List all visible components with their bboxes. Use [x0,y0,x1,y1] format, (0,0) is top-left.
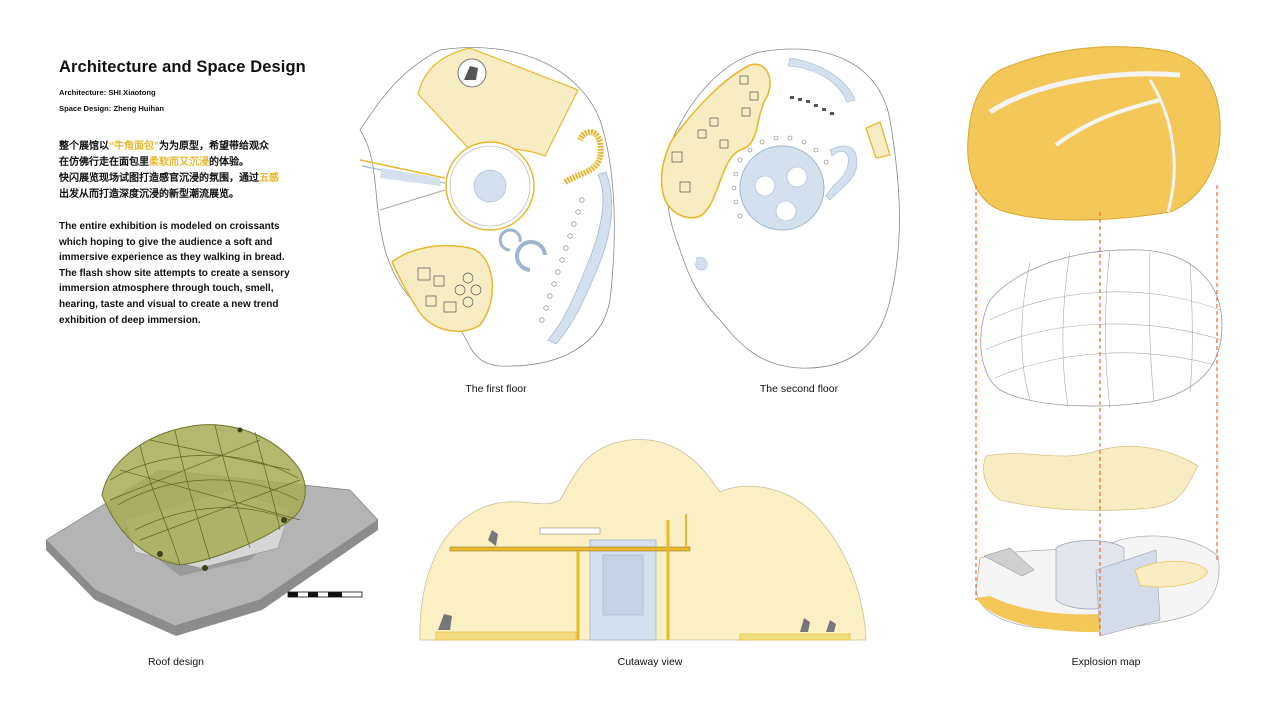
seating-row [790,96,834,115]
second-floor-blue-strip-top [787,57,856,103]
cn-text: 在仿佛行走在面包里 [59,157,149,168]
explosion-roof-shell [967,46,1221,221]
small-blue-mark [695,257,708,271]
second-floor-stair [865,121,891,159]
space-design-credit: Space Design: Zheng Huihan [59,104,165,113]
second-floor-yellow-zone [660,63,771,219]
explosion-map-drawing [967,46,1223,637]
cutaway-core-window [602,554,644,616]
first-floor-yellow-zone-bottom [391,244,493,333]
cutaway-view-drawing [419,439,867,641]
caption-roof-design: Roof design [147,656,205,668]
wall-radial-2 [379,189,446,211]
roof-light-slot-2 [1054,98,1161,147]
second-floor-plan [660,48,900,369]
scale-bar [287,591,363,598]
column-dots-second [731,135,829,219]
cn-highlight: 柔软而又沉浸 [149,157,209,168]
cutaway-piano-icon [438,614,452,630]
cn-highlight: 五感 [259,173,279,184]
alignment-guides [975,185,1218,636]
cn-text: 为为原型，希望带给观众 [159,141,269,152]
spiral-stair [563,129,604,185]
second-floor-ring [739,145,825,231]
cn-line-4: 出发从而打造深度沉浸的新型潮流展览。 [59,189,239,200]
pool-3 [775,200,797,222]
cn-highlight: “牛角面包” [109,141,159,152]
cn-line-2: 在仿佛行走在面包里柔软而又沉浸的体验。 [59,155,309,171]
cutaway-figure-2 [800,618,810,632]
blue-river-path [547,171,613,345]
furniture-cluster [417,267,482,313]
roof-design-drawing [45,424,379,636]
description-chinese: 整个展馆以“牛角面包”为为原型，希望带给观众 在仿佛行走在面包里柔软而又沉浸的体… [59,139,309,203]
wall-left-strip [380,168,440,186]
cutaway-floor-right [739,633,851,641]
caption-explosion-map: Explosion map [1071,656,1141,668]
roof-light-slot-3 [1148,79,1176,213]
cn-text: 快闪展览现场试图打造感官沉浸的氛围，通过 [59,173,259,184]
frame-lattice [984,249,1223,409]
piano-icon [464,66,478,80]
first-floor-plan [359,47,615,367]
second-floor-furniture [671,75,759,193]
c-shaped-bench [515,240,547,272]
pool-1 [754,175,776,197]
c-shaped-bench-2 [498,228,522,252]
caption-second-floor: The second floor [759,383,839,395]
central-pool [473,169,507,203]
support-columns [157,427,287,571]
cutaway-slab [449,546,691,552]
column-dots-first [539,197,585,323]
explosion-roof-frame [980,249,1223,407]
architecture-credit: Architecture: SHI Xiaotong [59,88,156,97]
roof-lattice [109,424,301,566]
cn-text: 的体验。 [209,157,249,168]
page-title: Architecture and Space Design [59,58,306,76]
cutaway-figure-3 [826,620,836,632]
cutaway-figure-1 [488,530,498,546]
cutaway-floor-left [435,631,577,641]
roof-canopy [101,424,306,566]
explosion-yellow-deck [1134,560,1209,588]
ground-slab-side [46,520,378,636]
explosion-floor-slab [983,445,1199,511]
cn-line-1: 整个展馆以“牛角面包”为为原型，希望带给观众 [59,139,309,155]
roof-light-slot-1 [988,71,1181,115]
caption-first-floor: The first floor [465,383,527,395]
cn-text: 整个展馆以 [59,141,109,152]
caption-cutaway-view: Cutaway view [617,656,683,668]
cn-line-3: 快闪展览现场试图打造感官沉浸的氛围，通过五感 [59,171,309,187]
explosion-stair [983,547,1035,577]
cutaway-balcony [539,527,601,535]
second-floor-blue-strip-right [825,145,858,201]
description-english: The entire exhibition is modeled on croi… [59,221,290,326]
wall-radial-1 [359,159,446,179]
pool-2 [786,166,808,188]
